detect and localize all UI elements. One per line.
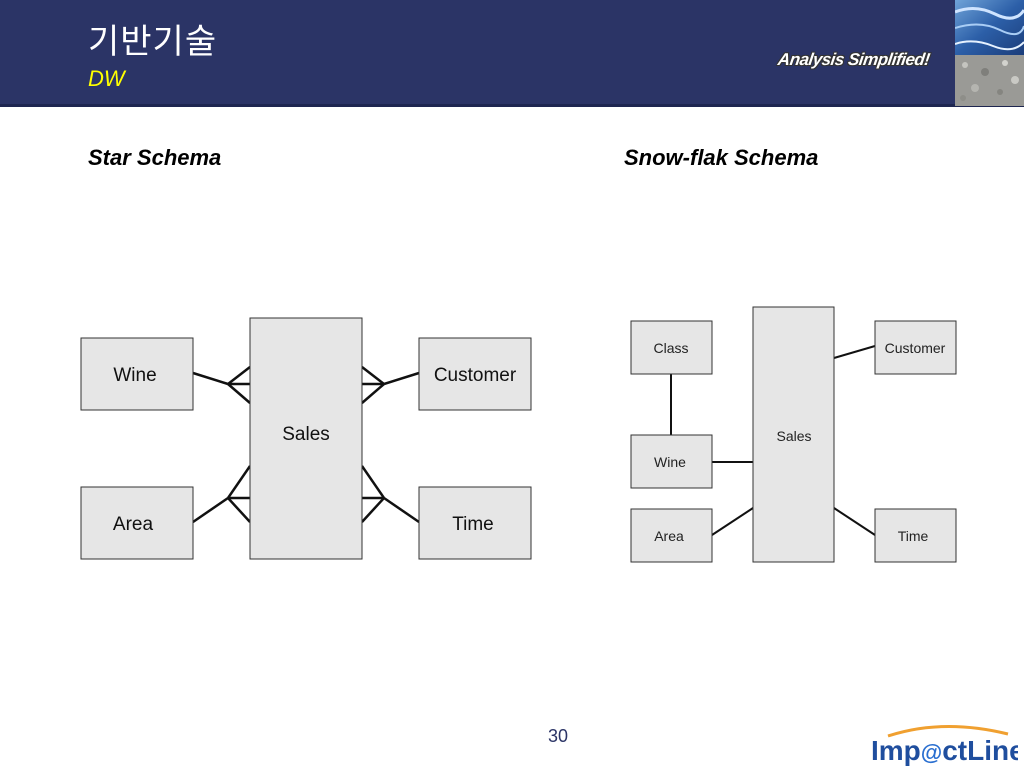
snowflake-schema-title: Snow-flak Schema [624, 145, 819, 170]
star-box-customer [418, 337, 532, 411]
snow-box-area [630, 508, 713, 563]
star-label-customer: Customer [434, 365, 517, 386]
snow-box-sales [752, 306, 835, 563]
star-box-time [418, 486, 532, 560]
snow-label-sales: Sales [776, 428, 811, 444]
snow-box-class [630, 320, 713, 375]
snow-label-wine: Wine [654, 454, 686, 470]
snow-label-area: Area [654, 528, 684, 544]
star-box-sales [249, 317, 363, 560]
snow-box-wine [630, 434, 713, 489]
svg-text:Imp@ctLine: Imp@ctLine [871, 735, 1018, 766]
star-label-area: Area [113, 514, 154, 535]
impactline-logo: Imp@ctLine [871, 725, 1018, 766]
slide-title: 기반기술 [88, 22, 218, 62]
header-divider [0, 104, 1024, 107]
star-schema-title: Star Schema [88, 145, 222, 170]
star-label-time: Time [452, 514, 494, 535]
star-label-wine: Wine [113, 365, 156, 386]
page-number: 30 [548, 726, 569, 746]
snow-label-class: Class [653, 340, 688, 356]
corner-decoration-image [955, 0, 1024, 106]
slide-subtitle: DW [88, 66, 125, 91]
snow-box-customer [874, 320, 957, 375]
star-box-area [80, 486, 194, 560]
star-box-wine [80, 337, 194, 411]
header-bar [0, 0, 955, 106]
star-label-sales: Sales [282, 424, 330, 445]
snow-label-time: Time [898, 528, 929, 544]
snow-label-customer: Customer [885, 340, 946, 356]
snow-box-time [874, 508, 957, 563]
